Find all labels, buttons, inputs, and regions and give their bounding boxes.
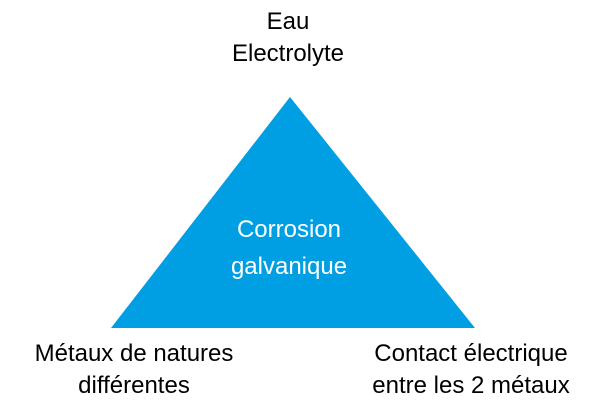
bottom-left-vertex-label-line2: différentes	[78, 372, 190, 399]
bottom-right-vertex-label: Contact électrique entre les 2 métaux	[372, 338, 569, 402]
bottom-left-vertex-label-line1: Métaux de natures	[34, 340, 234, 367]
top-vertex-label-line1: Eau	[266, 8, 310, 35]
triangle-center-label-line2: galvanique	[230, 253, 348, 280]
triangle-shape	[111, 97, 475, 328]
triangle-center-label: Corrosion galvanique	[231, 211, 347, 285]
top-vertex-label: Eau Electrolyte	[232, 6, 344, 70]
bottom-right-vertex-label-line1: Contact électrique	[374, 340, 568, 367]
top-vertex-label-line2: Electrolyte	[231, 40, 345, 67]
bottom-left-vertex-label: Métaux de natures différentes	[35, 338, 234, 402]
triangle-center-label-line1: Corrosion	[236, 216, 342, 243]
bottom-right-vertex-label-line2: entre les 2 métaux	[372, 372, 570, 399]
